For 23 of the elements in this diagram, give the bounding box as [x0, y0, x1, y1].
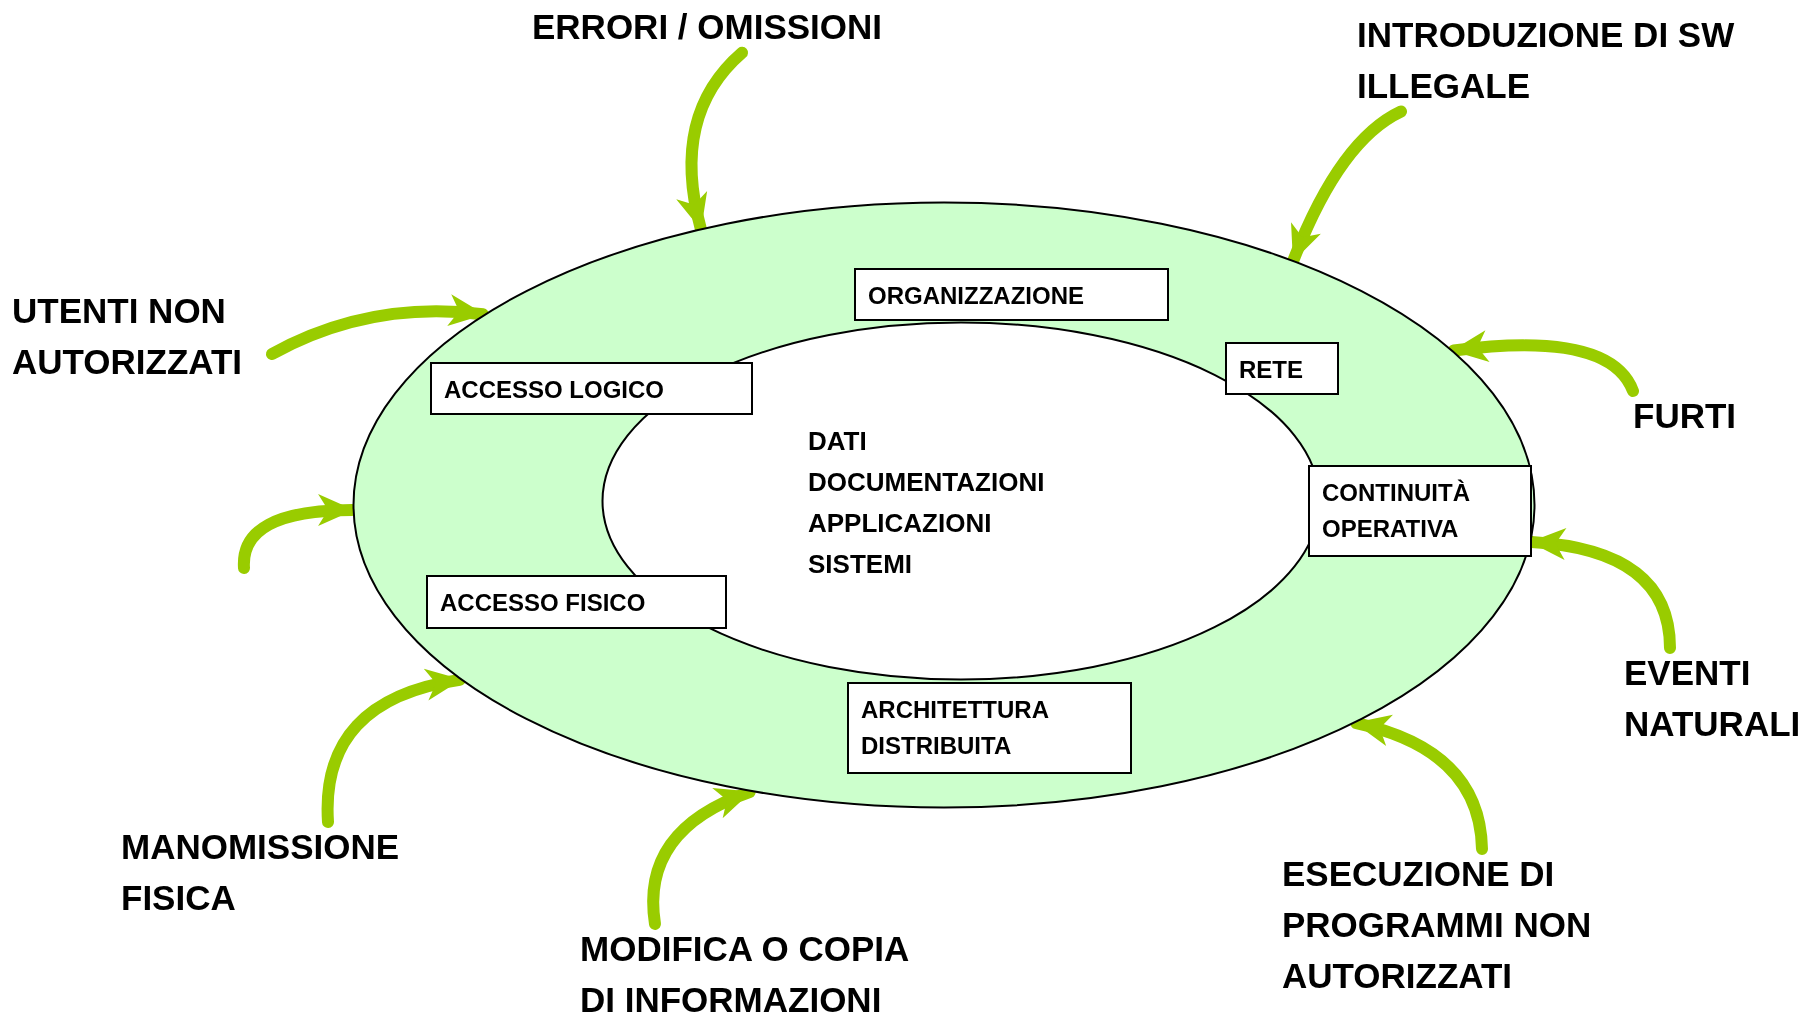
threat-label: MODIFICA O COPIA DI INFORMAZIONI — [580, 924, 940, 1018]
label-box: ACCESSO FISICO — [426, 575, 727, 629]
label-box: ORGANIZZAZIONE — [854, 268, 1169, 321]
topic-text: SISTEMI — [808, 548, 913, 582]
threat-label: FURTI — [1633, 391, 1783, 442]
curved-arrow — [266, 294, 489, 360]
label-box: CONTINUITÀ OPERATIVA — [1308, 465, 1532, 557]
threat-label: EVENTI NATURALI — [1624, 648, 1814, 750]
threat-label: MANOMISSIONE FISICA — [121, 822, 441, 924]
curved-arrow — [647, 786, 756, 930]
threat-label: ERRORI / OMISSIONI — [532, 2, 952, 53]
curved-arrow — [321, 670, 466, 828]
topic-text: APPLICAZIONI — [808, 507, 993, 541]
topic-text: DATI — [808, 425, 868, 458]
threat-label: INTRODUZIONE DI SW ILLEGALE — [1357, 10, 1797, 112]
threat-label: ESECUZIONE DI PROGRAMMI NON AUTORIZZATI — [1282, 849, 1642, 1002]
label-box: RETE — [1225, 342, 1339, 395]
curved-arrow — [1447, 330, 1639, 397]
topic-text: DOCUMENTAZIONI — [808, 466, 1045, 500]
curved-arrow — [1350, 715, 1488, 855]
label-box: ACCESSO LOGICO — [430, 362, 753, 415]
threat-label: UTENTI NON AUTORIZZATI — [12, 286, 272, 388]
label-box: ARCHITETTURA DISTRIBUITA — [847, 682, 1132, 774]
